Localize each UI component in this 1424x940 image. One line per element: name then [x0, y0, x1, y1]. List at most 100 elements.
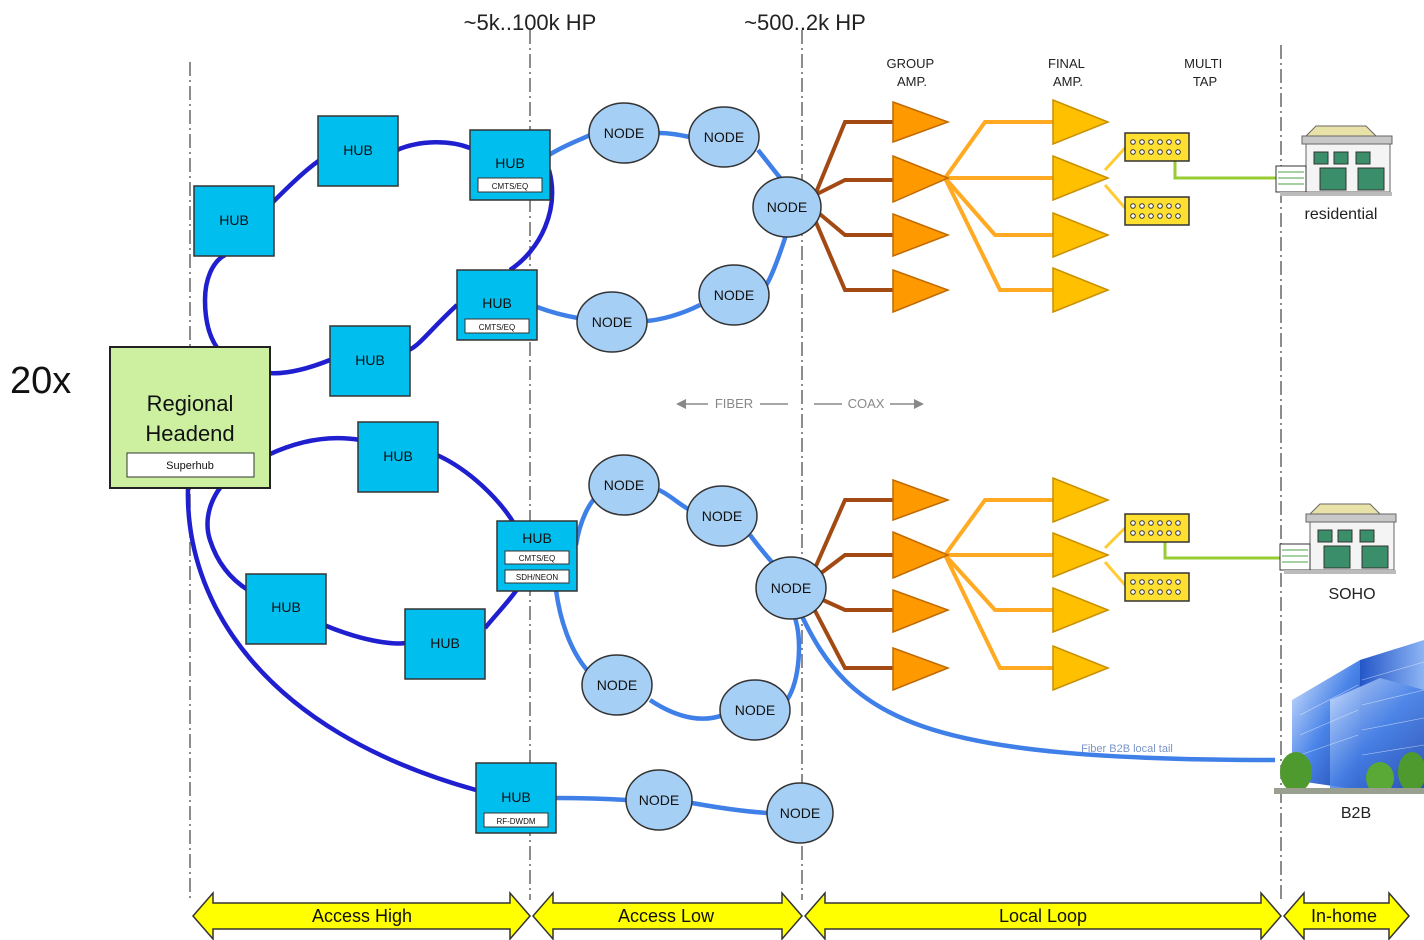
residential-house-icon: [1275, 125, 1393, 196]
hub-box: HUB RF-DWDM: [475, 762, 557, 834]
fiber-link: [323, 622, 407, 646]
fiber-link: [645, 302, 702, 324]
hub-tag: CMTS/EQ: [479, 323, 515, 332]
fiber-link: [658, 487, 692, 513]
fiber-link: [648, 698, 724, 721]
hub-box: HUB CMTS/EQ: [469, 129, 551, 201]
multi-taps: [1124, 132, 1190, 602]
hp-access-label: ~5k..100k HP: [464, 10, 597, 35]
headend-title-line2: Headend: [145, 421, 234, 446]
coax-link: [943, 120, 1053, 180]
hub-box: HUB: [357, 421, 439, 493]
nodes: NODE NODE NODE NODE NODE NODE NODE NODE …: [576, 102, 834, 844]
access-high-band: [192, 890, 531, 940]
node-ellipse: NODE: [766, 782, 834, 844]
node-label: NODE: [714, 287, 754, 303]
local-loop-band: [804, 890, 1282, 940]
coax-link: [813, 208, 893, 237]
final-amp-icon: [1052, 586, 1111, 634]
hub-label: HUB: [355, 352, 385, 368]
group-amp-icon: [892, 646, 951, 692]
fiber-link: [483, 586, 520, 630]
group-amp-heading-line: AMP.: [897, 74, 927, 89]
node-ellipse: NODE: [686, 485, 758, 547]
multi-tap-heading: MULTI TAP: [1184, 56, 1226, 89]
access-low-band: [532, 890, 803, 940]
hub-label: HUB: [219, 212, 249, 228]
group-amp-icon: [892, 268, 951, 314]
fiber-link: [658, 130, 691, 140]
b2b-label: B2B: [1341, 805, 1371, 822]
coax-link: [810, 553, 893, 582]
hub-box: HUB: [317, 115, 399, 187]
multi-tap-icon: [1124, 196, 1190, 226]
node-label: NODE: [604, 477, 644, 493]
node-ellipse: NODE: [625, 769, 693, 831]
multi-tap-icon: [1124, 572, 1190, 602]
access-high-label: Access High: [312, 906, 412, 926]
coax-trees: [813, 120, 1280, 292]
group-amp-icon: [892, 588, 951, 634]
soho-house-icon: [1279, 503, 1397, 574]
final-amp-heading-line: AMP.: [1053, 74, 1083, 89]
hub-tag: SDH/NEON: [516, 573, 558, 582]
residential-label: residential: [1305, 206, 1378, 223]
coax-link: [1103, 561, 1127, 586]
hub-box: HUB: [404, 608, 486, 680]
group-amp-heading-line: GROUP: [886, 56, 933, 71]
group-amp-icon: [892, 212, 951, 258]
multi-tap-heading-line: MULTI: [1184, 56, 1222, 71]
node-ellipse: NODE: [581, 654, 653, 716]
fiber-link: [185, 487, 477, 793]
node-label: NODE: [780, 805, 820, 821]
node-label: NODE: [592, 314, 632, 330]
multi-tap-heading-line: TAP: [1193, 74, 1217, 89]
final-amp-icon: [1052, 98, 1111, 146]
node-ellipse: NODE: [588, 102, 660, 164]
final-amp-icon: [1052, 154, 1111, 202]
access-low-links: [536, 130, 1276, 816]
coax-link: [813, 219, 893, 292]
office-building-icon: [1274, 640, 1424, 794]
fiber-tail-label: Fiber B2B local tail: [1081, 743, 1173, 755]
regional-headend: Regional Headend Superhub: [109, 346, 271, 489]
hub-tag: CMTS/EQ: [519, 554, 555, 563]
access-low-label: Access Low: [618, 906, 715, 926]
coax-trees-bottom: [810, 498, 1280, 670]
fiber-link: [553, 589, 589, 672]
fiber-link: [691, 800, 769, 816]
fiber-link: [547, 132, 592, 157]
group-amp-icon: [892, 478, 951, 522]
drop-cable: [1163, 540, 1280, 560]
final-amp-icon: [1052, 476, 1111, 524]
node-label: NODE: [639, 792, 679, 808]
fiber-link: [267, 357, 331, 376]
final-amps: [1052, 98, 1111, 692]
fiber-link: [764, 234, 789, 287]
node-label: NODE: [604, 125, 644, 141]
node-ellipse: NODE: [588, 454, 660, 516]
group-amp-icon: [892, 100, 951, 144]
node-ellipse: NODE: [576, 291, 648, 353]
coax-link: [943, 176, 1053, 237]
node-ellipse: NODE: [752, 176, 822, 238]
hub-label: HUB: [501, 789, 531, 805]
fiber-link: [407, 303, 459, 353]
coax-link: [943, 177, 1053, 292]
hub-box: HUB CMTS/EQ: [456, 269, 538, 341]
node-label: NODE: [704, 129, 744, 145]
coax-label: COAX: [848, 396, 885, 411]
final-amp-icon: [1052, 266, 1111, 314]
multi-tap-icon: [1124, 513, 1190, 543]
coax-link: [943, 554, 1053, 670]
segment-bands: [192, 890, 1410, 940]
hub-label: HUB: [383, 448, 413, 464]
hub-tag: CMTS/EQ: [492, 182, 528, 191]
hub-label: HUB: [495, 155, 525, 171]
group-amp-icon: [892, 154, 950, 204]
final-amp-icon: [1052, 211, 1111, 259]
coax-link: [943, 498, 1053, 557]
fiber-label: FIBER: [715, 396, 753, 411]
hub-label: HUB: [430, 635, 460, 651]
